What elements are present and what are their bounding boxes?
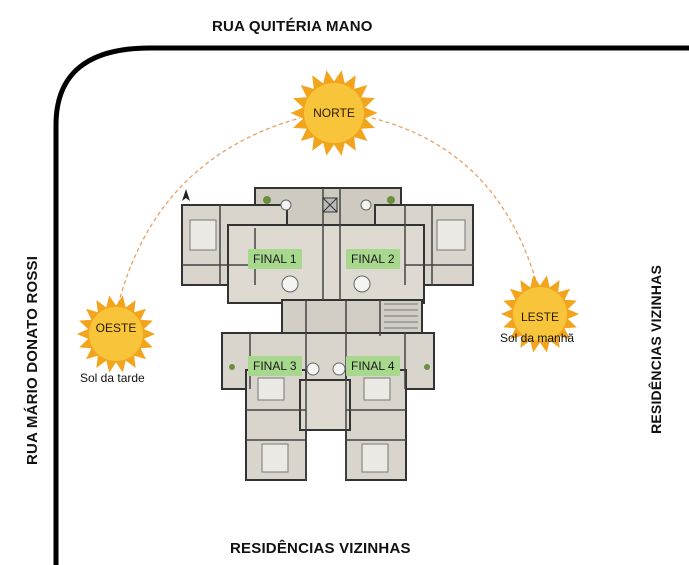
west-sun-icon bbox=[76, 295, 156, 373]
sun-path-arc-east bbox=[371, 117, 539, 289]
east-sun-icon bbox=[500, 275, 580, 353]
unit-label-1: FINAL 1 bbox=[248, 249, 302, 269]
unit-label-2: FINAL 2 bbox=[346, 249, 400, 269]
street-name-right: RESIDÊNCIAS VIZINHAS bbox=[648, 265, 664, 434]
unit-label-3: FINAL 3 bbox=[248, 356, 302, 376]
sun-path-arc bbox=[114, 117, 301, 319]
west-sun-caption: Sol da tarde bbox=[80, 371, 145, 385]
east-sun-caption: Sol da manhã bbox=[500, 331, 575, 345]
sun-core bbox=[304, 83, 364, 143]
floor-plan bbox=[181, 187, 474, 481]
street-boundary-line bbox=[53, 45, 689, 565]
north-sun-label: NORTE bbox=[313, 106, 355, 120]
west-sun-label: OESTE bbox=[95, 321, 137, 335]
north-sun-icon bbox=[290, 70, 378, 156]
compass-north-icon bbox=[182, 189, 190, 201]
east-sun-label: LESTE bbox=[520, 310, 559, 324]
unit-label-4: FINAL 4 bbox=[346, 356, 400, 376]
sun-core bbox=[89, 307, 143, 361]
street-name-bottom: RESIDÊNCIAS VIZINHAS bbox=[230, 540, 411, 557]
sun-core bbox=[513, 287, 567, 341]
street-name-left: RUA MÁRIO DONATO ROSSI bbox=[24, 255, 41, 465]
street-name-top: RUA QUITÉRIA MANO bbox=[212, 18, 373, 35]
